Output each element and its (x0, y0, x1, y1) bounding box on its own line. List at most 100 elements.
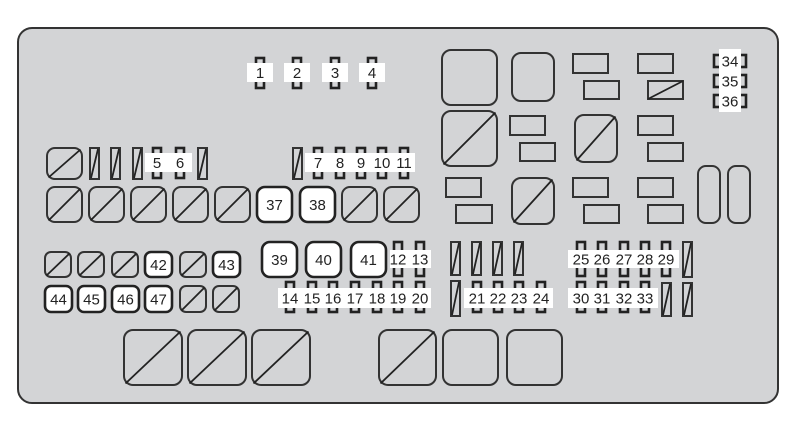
slot-slash (198, 148, 207, 179)
slot-slash (78, 252, 104, 277)
slot-slash (442, 111, 497, 166)
fuse-34-label: 34 (722, 54, 739, 71)
slot-slash (180, 252, 206, 277)
relay (637, 177, 674, 198)
empty-relay-slot (179, 285, 207, 313)
empty-relay-slot (647, 80, 684, 100)
fuse-40: 40 (304, 240, 343, 279)
empty-relay-slot (172, 186, 209, 223)
fuse-3-label: 3 (331, 65, 339, 82)
fuse-label: 41 (360, 252, 377, 269)
empty-fuse-slot (661, 282, 672, 317)
empty-fuse-slot (450, 241, 461, 276)
fuse-47: 47 (143, 284, 174, 314)
slot-outline (383, 186, 420, 223)
fuse-30-label: 30 (573, 291, 590, 308)
fuse-label: 44 (50, 292, 67, 309)
fuse-46: 46 (110, 284, 141, 314)
empty-fuse-slot (89, 147, 100, 180)
slot-slash (293, 148, 302, 179)
slot-outline (179, 285, 207, 313)
relay (637, 115, 674, 136)
slot-slash (512, 178, 554, 224)
empty-relay-slot (378, 329, 437, 386)
slot-outline (143, 250, 174, 279)
relay-outline (637, 53, 674, 74)
slot-outline (110, 284, 141, 314)
label-background (390, 250, 431, 268)
label-background (464, 288, 553, 308)
fuse-27-label: 27 (616, 252, 633, 269)
slot-outline (450, 241, 461, 276)
label-background (247, 63, 273, 82)
empty-relay-slot (46, 147, 83, 180)
slot-slash (124, 330, 182, 385)
fuse-9-label: 9 (357, 155, 365, 172)
slot-outline (214, 186, 251, 223)
empty-relay-slot (130, 186, 167, 223)
fuse-11-label: 11 (396, 155, 412, 172)
empty-relay-slot (46, 186, 83, 223)
fuse-2-label: 2 (293, 65, 301, 82)
slot-slash (493, 242, 502, 275)
relay-outline (583, 204, 620, 224)
slot-slash (683, 242, 692, 277)
empty-fuse-slot (682, 282, 693, 317)
slot-slash (89, 187, 124, 222)
fuse-28-label: 28 (637, 252, 654, 269)
label-background (719, 49, 741, 112)
slot-outline (44, 251, 72, 278)
relay (697, 165, 721, 224)
slot-slash (683, 283, 692, 316)
mini-fuse-group: 1 (247, 56, 273, 90)
slot-slash (342, 187, 377, 222)
slot-outline (513, 241, 524, 276)
slot-outline (251, 329, 311, 386)
slot-slash (180, 286, 206, 312)
slot-outline (46, 186, 83, 223)
relay-outline (583, 80, 620, 100)
slot-outline (450, 280, 461, 317)
relay (572, 53, 609, 74)
empty-relay-slot (212, 285, 240, 313)
fuse-23-label: 23 (511, 291, 528, 308)
relay-outline (647, 80, 684, 100)
slot-outline (197, 147, 208, 180)
slot-outline (441, 110, 498, 167)
fuse-label: 40 (315, 252, 332, 269)
relay (637, 53, 674, 74)
fuse-6-label: 6 (176, 155, 184, 172)
slot-slash (47, 187, 82, 222)
relay (445, 177, 482, 198)
slot-outline (441, 49, 498, 106)
slot-outline (187, 329, 247, 386)
fuse-22-label: 22 (490, 291, 507, 308)
fuse-19-label: 19 (390, 291, 407, 308)
slot-slash (451, 281, 460, 316)
slot-slash (111, 148, 120, 179)
label-background (322, 63, 348, 82)
relay-outline (637, 115, 674, 136)
slot-outline (123, 329, 183, 386)
slot-outline (442, 329, 499, 386)
fuse-13-label: 13 (412, 252, 429, 269)
slot-outline (682, 241, 693, 278)
empty-relay-slot (441, 110, 498, 167)
slot-outline (727, 165, 751, 224)
slot-slash (647, 80, 684, 100)
fuse-38: 38 (298, 185, 337, 224)
slot-outline (471, 241, 482, 276)
mini-fuse-group: 2 (284, 56, 310, 90)
relay (647, 204, 684, 224)
empty-relay-slot (574, 114, 618, 163)
slot-outline (77, 251, 105, 278)
fuse-45: 45 (76, 284, 107, 314)
slot-slash (384, 187, 419, 222)
empty-relay-slot (123, 329, 183, 386)
slot-outline (212, 285, 240, 313)
empty-relay-slot (88, 186, 125, 223)
